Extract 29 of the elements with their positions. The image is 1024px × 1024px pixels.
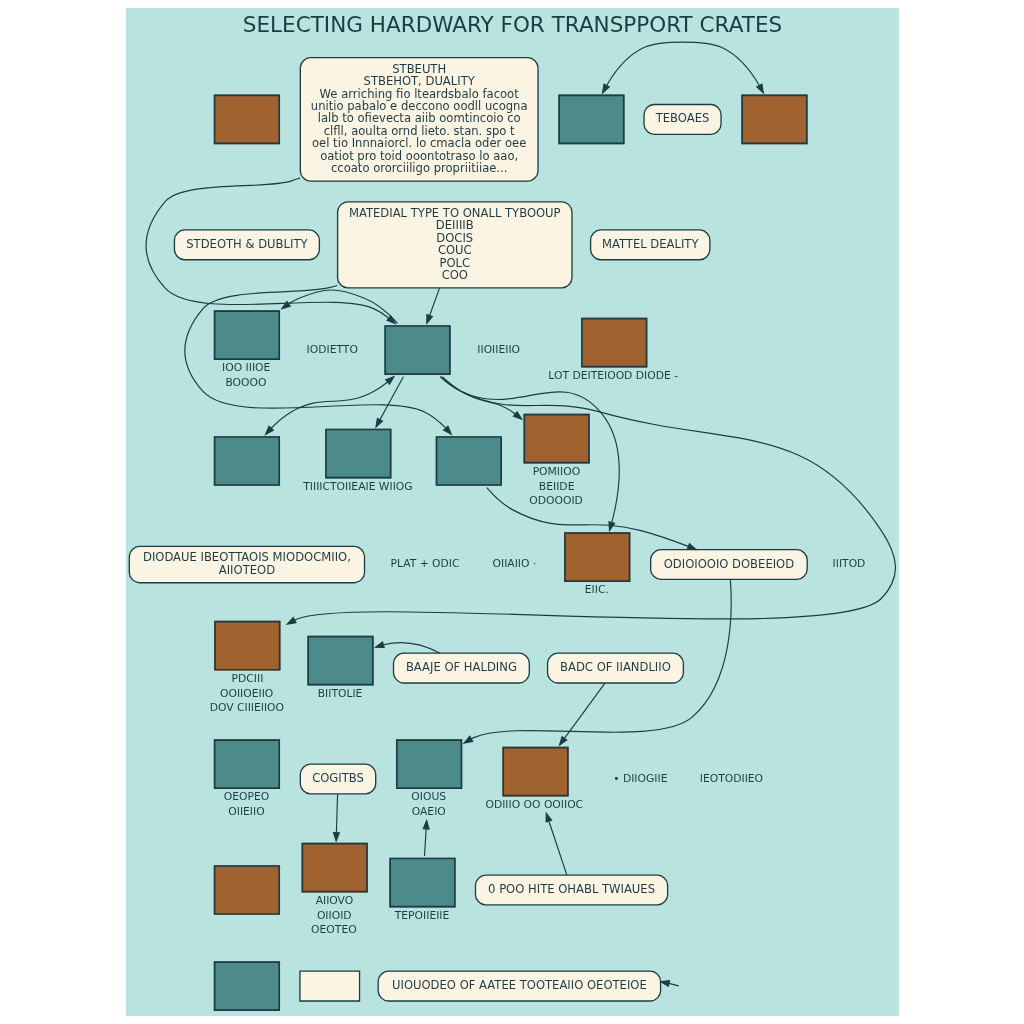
node-label: OEOPEO: [223, 790, 269, 804]
label: OIIAIIO ·: [492, 557, 536, 571]
node-label: OAEIO: [411, 804, 446, 818]
node-label: PDCIII: [231, 671, 263, 685]
node-label: ODIIIO OO OOIIOC: [484, 797, 583, 811]
node-label: BEIIDE: [538, 479, 574, 493]
node-label: OIIOID: [316, 908, 352, 922]
node-label: POMIIOO: [532, 464, 580, 478]
node-label: OIIEIIO: [227, 804, 265, 818]
node-label: OOIIOEIIO: [219, 686, 273, 700]
node-label: BIITOLIE: [317, 686, 362, 700]
node-label: OIOUS: [410, 790, 446, 804]
node-label: ODOOOID: [528, 494, 583, 508]
label: IEOTODIIEO: [699, 771, 763, 785]
node-label: BOOOO: [224, 375, 266, 389]
node-label: AIIOVO: [315, 893, 353, 907]
node-label: EIIC.: [584, 583, 609, 597]
node-label: DOV CIIIEIIOO: [209, 701, 284, 715]
node-label: OEOTEO: [310, 923, 357, 937]
label: PLAT + ODIC: [389, 557, 459, 571]
label: IODIETTO: [306, 342, 358, 356]
node-label: TEPOIIEIIE: [394, 908, 449, 922]
label: IIOIIEIIO: [476, 342, 520, 356]
diagram-title: SELECTING HARDWARY FOR TRANSPPORT CRATES: [242, 11, 782, 37]
node-label: TIIIICTOIIEAIE WIIOG: [302, 479, 413, 493]
node-label: IOO IIIOE: [221, 361, 270, 375]
node-label: LOT DEITEIOOD DIODE -: [547, 368, 678, 382]
label: • DIIOGIIE: [612, 771, 667, 785]
label: IIITOD: [832, 557, 865, 571]
